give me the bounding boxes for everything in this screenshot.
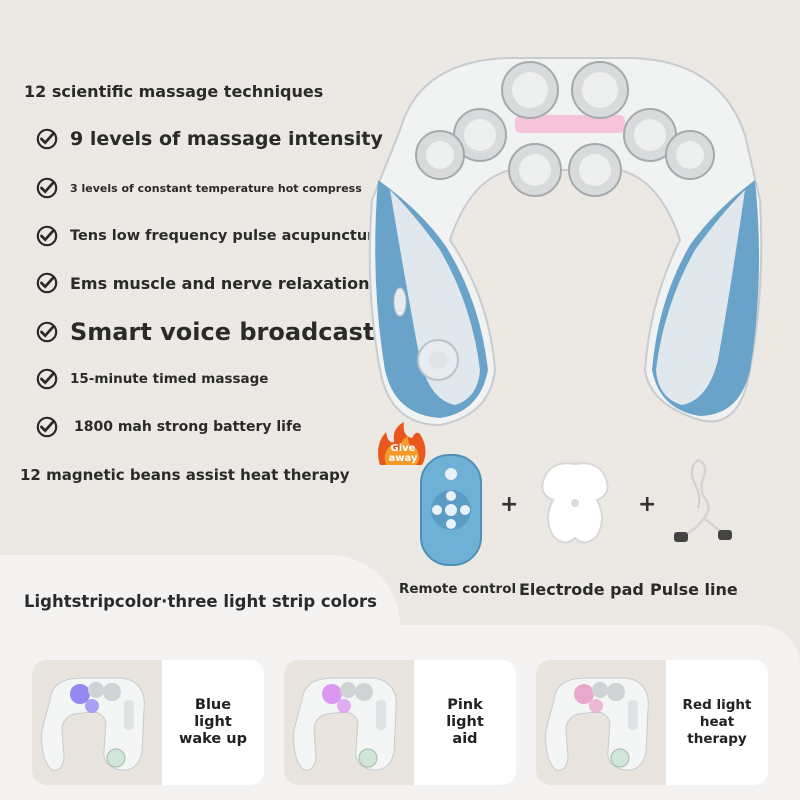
feature-voice-broadcast: Smart voice broadcast <box>36 318 374 346</box>
check-circle-icon <box>36 416 58 438</box>
light-mode-line1: Blue <box>194 697 232 713</box>
light-mode-line3: wake up <box>178 731 248 747</box>
check-circle-icon <box>36 225 58 247</box>
light-mode-line1: Red light <box>682 697 752 713</box>
light-mode-card-red: Red light heat therapy <box>536 660 768 785</box>
light-mode-image <box>32 660 162 785</box>
plus-sign-1: + <box>500 492 519 517</box>
light-mode-label: Pink light aid <box>414 660 516 785</box>
feature-label: 3 levels of constant temperature hot com… <box>70 181 362 195</box>
headline-bottom: 12 magnetic beans assist heat therapy <box>20 466 350 484</box>
electrode-pad-image <box>541 462 609 544</box>
flame-icon <box>378 422 426 465</box>
check-circle-icon <box>36 368 58 390</box>
feature-label: Smart voice broadcast <box>70 318 375 346</box>
light-mode-image <box>536 660 666 785</box>
accessory-label-remote: Remote control <box>399 581 517 597</box>
feature-battery-life: 1800 mah strong battery life <box>36 416 302 438</box>
light-mode-image <box>284 660 414 785</box>
headline-top: 12 scientific massage techniques <box>24 82 324 101</box>
lightstrip-title: Lightstripcolor·three light strip colors <box>24 592 377 611</box>
light-mode-label: Red light heat therapy <box>666 660 768 785</box>
check-circle-icon <box>36 128 58 150</box>
light-mode-label: Blue light wake up <box>162 660 264 785</box>
light-mode-line3: therapy <box>687 731 747 747</box>
check-circle-icon <box>36 177 58 199</box>
light-mode-card-pink: Pink light aid <box>284 660 516 785</box>
light-mode-card-blue: Blue light wake up <box>32 660 264 785</box>
accessory-label-electrode: Electrode pad <box>519 580 644 599</box>
feature-massage-intensity: 9 levels of massage intensity <box>36 128 383 150</box>
plus-sign-2: + <box>638 492 657 517</box>
light-mode-line2: light <box>446 714 484 730</box>
giveaway-label: Give away <box>388 443 418 464</box>
feature-tens-pulse: Tens low frequency pulse acupuncture <box>36 225 384 247</box>
neck-massager-image <box>368 57 763 427</box>
feature-ems-relaxation: Ems muscle and nerve relaxation <box>36 272 370 294</box>
feature-label: Tens low frequency pulse acupuncture <box>70 228 385 244</box>
check-circle-icon <box>36 321 58 343</box>
check-circle-icon <box>36 272 58 294</box>
feature-label: Ems muscle and nerve relaxation <box>70 273 370 293</box>
light-mode-line2: heat <box>699 714 735 730</box>
feature-label: 9 levels of massage intensity <box>70 128 383 150</box>
light-mode-line3: aid <box>452 731 478 747</box>
feature-label: 1800 mah strong battery life <box>74 419 302 435</box>
accessory-label-pulse: Pulse line <box>650 580 738 599</box>
light-mode-line1: Pink <box>447 697 483 713</box>
feature-label: 15-minute timed massage <box>70 371 269 387</box>
remote-control-image <box>420 454 482 566</box>
giveaway-badge: Give away <box>372 420 432 470</box>
light-mode-line2: light <box>194 714 232 730</box>
feature-hot-compress: 3 levels of constant temperature hot com… <box>36 177 362 199</box>
pulse-line-image <box>674 458 732 542</box>
feature-timed-massage: 15-minute timed massage <box>36 368 268 390</box>
